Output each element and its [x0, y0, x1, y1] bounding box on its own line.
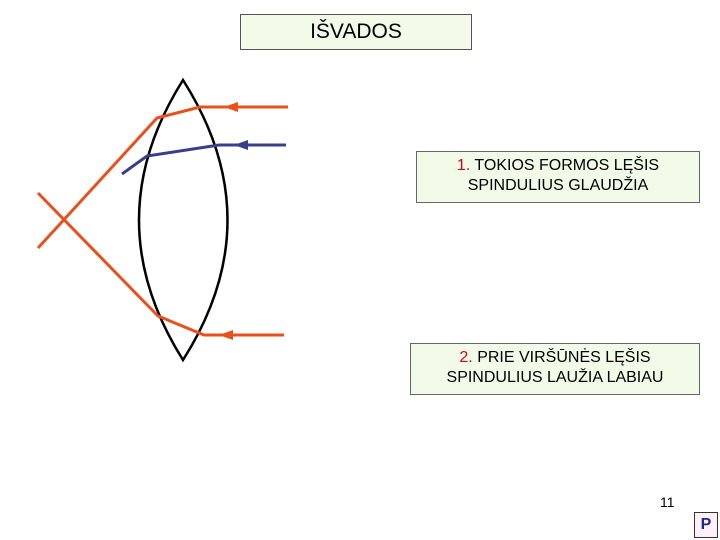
ray-top: [36, 105, 288, 250]
conclusion-1-line2: SPINDULIUS GLAUDŽIA: [467, 177, 649, 194]
nav-p-button[interactable]: P: [694, 512, 718, 538]
arrow-left-icon: [234, 140, 248, 150]
conclusion-2-number: 2.: [459, 349, 473, 366]
conclusion-2-line2: SPINDULIUS LAUŽIA LABIAU: [446, 369, 664, 386]
conclusion-1: 1. TOKIOS FORMOS LĘŠIS SPINDULIUS GLAUDŽ…: [416, 151, 700, 203]
biconvex-lens: [137, 77, 229, 363]
ray-bottom: [36, 191, 284, 337]
slide-title: IŠVADOS: [240, 14, 472, 50]
conclusion-1-number: 1.: [456, 157, 471, 174]
ray-middle: [121, 143, 286, 176]
conclusion-2-line1: PRIE VIRŠŪNĖS LĘŠIS: [477, 349, 651, 366]
conclusion-2: 2. PRIE VIRŠŪNĖS LĘŠIS SPINDULIUS LAUŽIA…: [410, 343, 700, 395]
page-number: 11: [660, 494, 675, 510]
arrow-left-icon: [219, 330, 233, 340]
conclusion-1-line1: TOKIOS FORMOS LĘŠIS: [474, 157, 660, 174]
arrow-left-icon: [224, 102, 238, 112]
